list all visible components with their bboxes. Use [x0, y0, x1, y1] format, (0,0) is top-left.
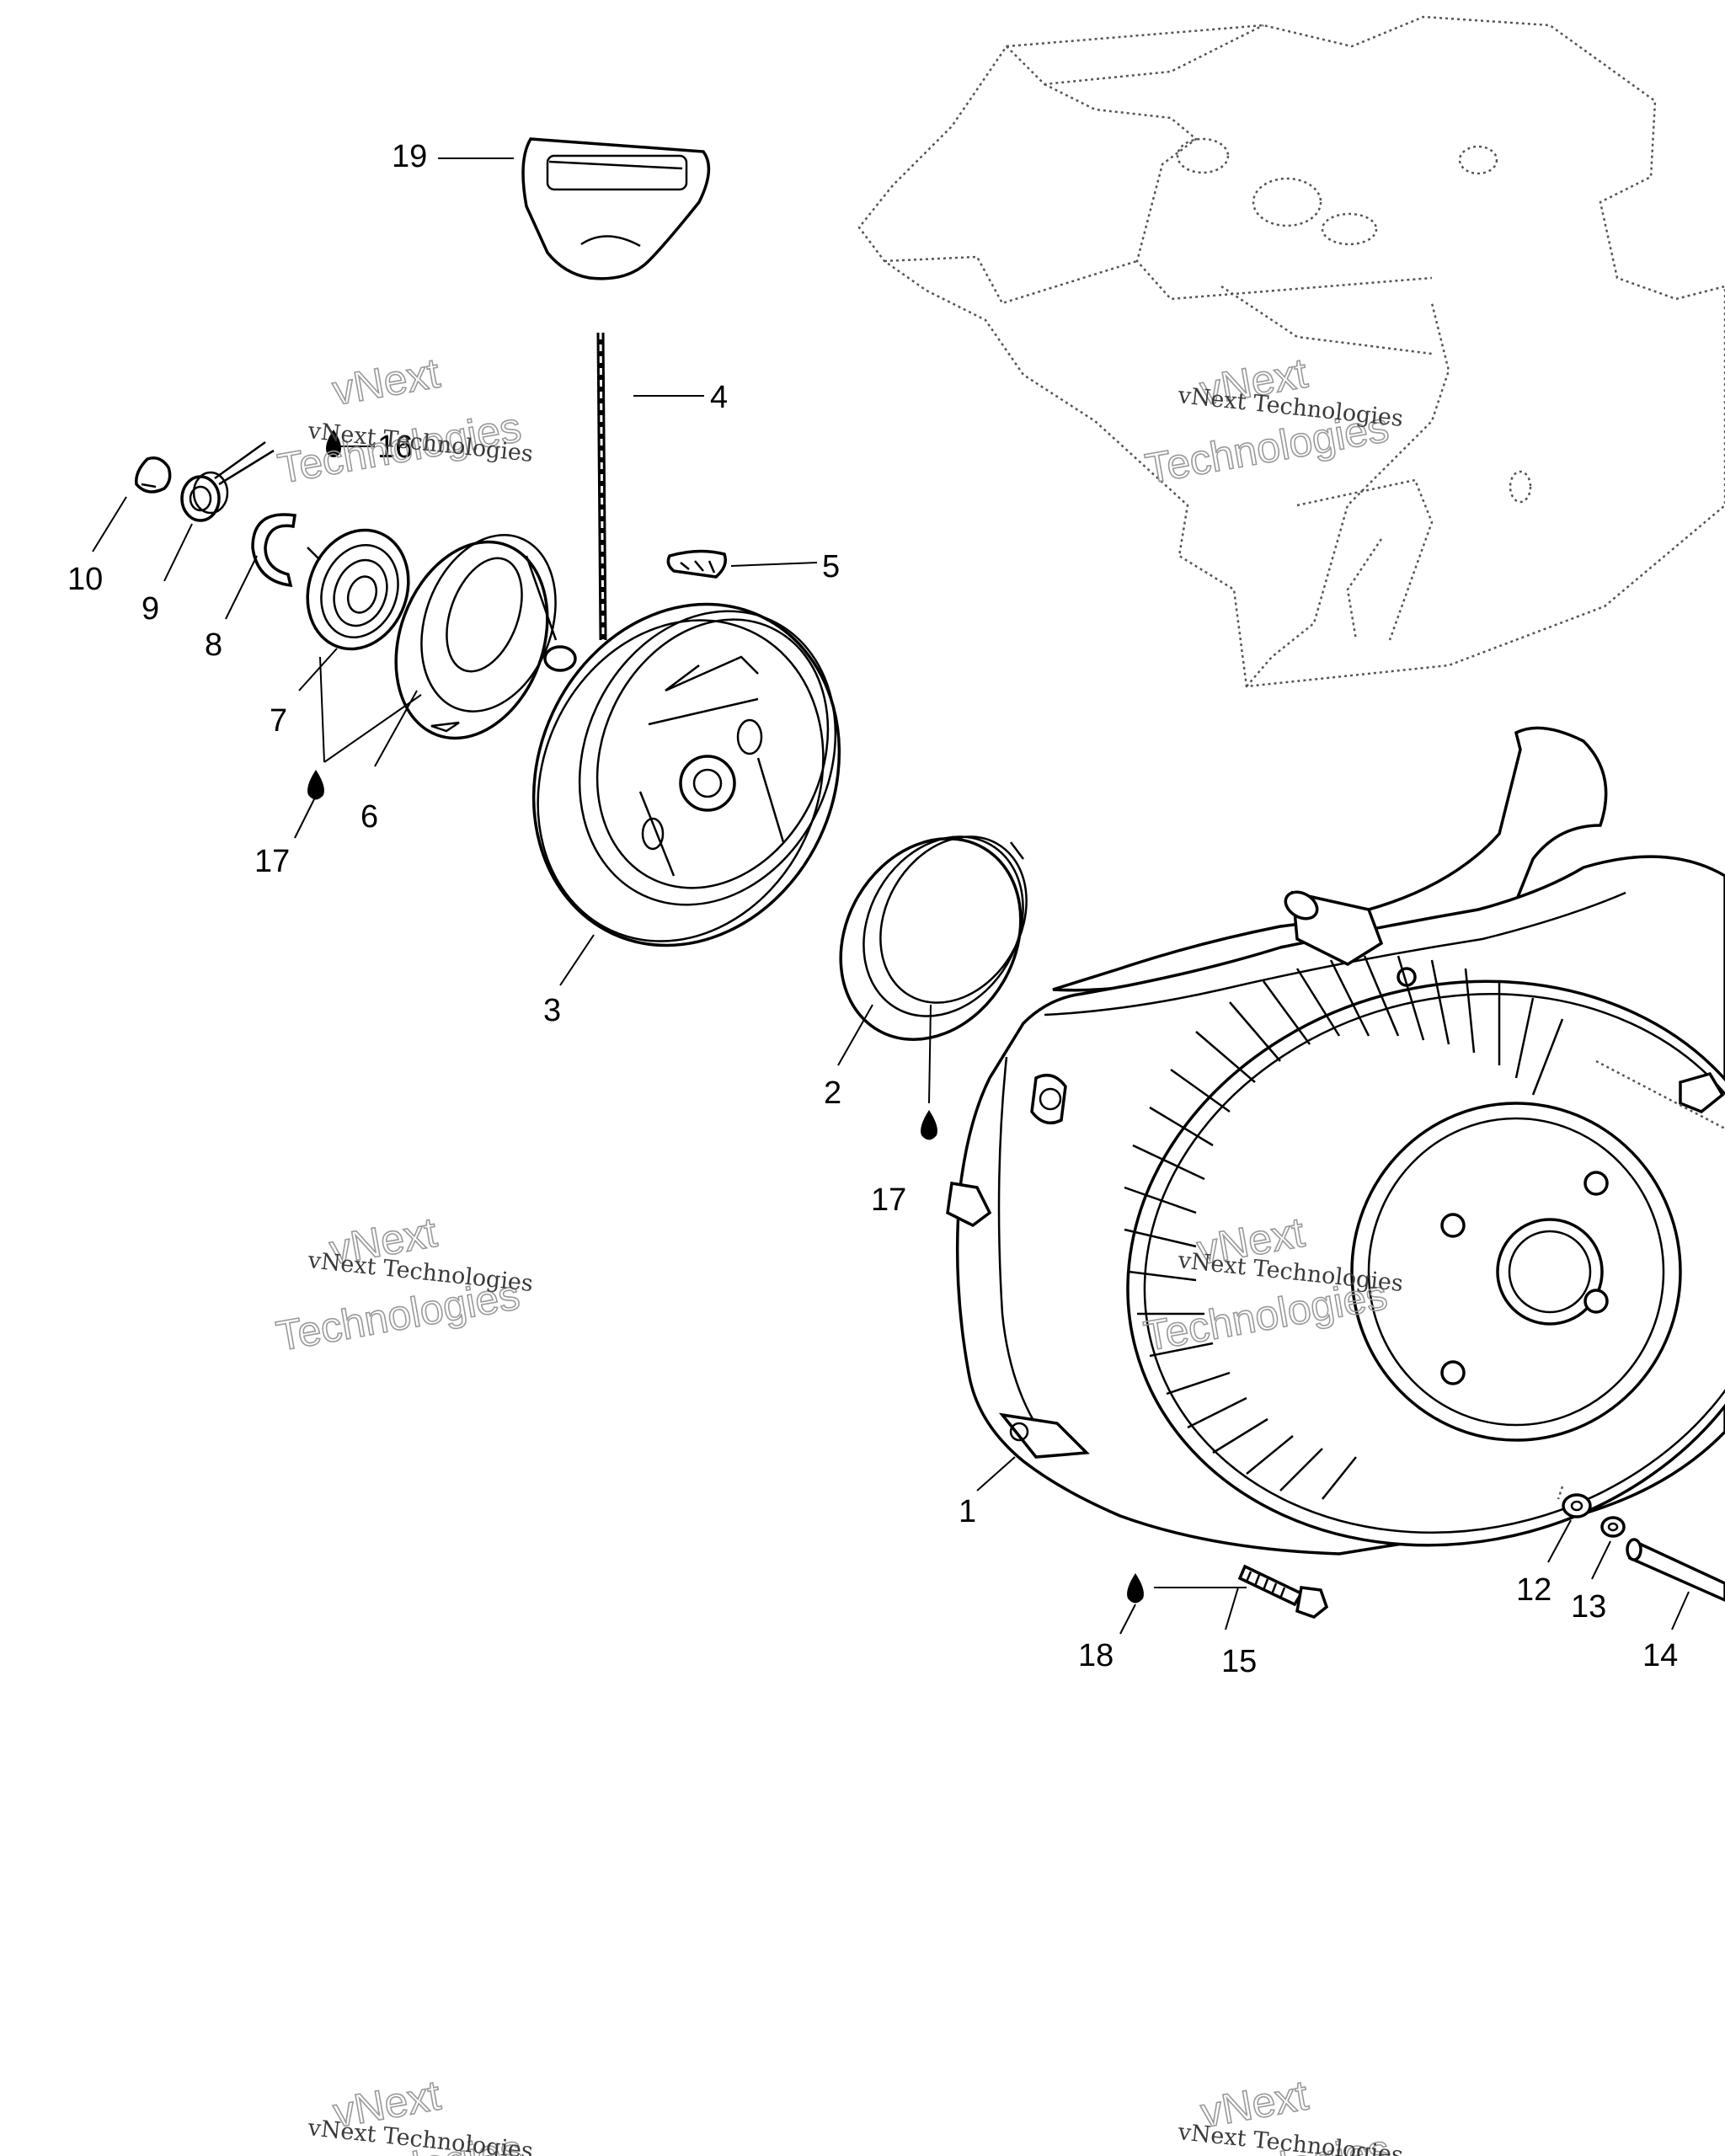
watermark-1: vNext Technologies: [274, 349, 526, 494]
oil-drop-icon: [326, 430, 341, 457]
spring-cover: [394, 534, 577, 740]
flat-washer: [1562, 1493, 1592, 1518]
oil-drop-icon: [921, 1110, 937, 1140]
leader-15: [1225, 1587, 1239, 1630]
oil-drop-icon: [307, 770, 324, 800]
callout-8: 8: [205, 627, 222, 663]
oil-drop-icon: [1127, 1573, 1144, 1604]
recoil-spring: [306, 528, 410, 651]
callout-17-a: 17: [254, 844, 290, 879]
leader-3: [559, 934, 595, 986]
engine-housing-outline: [857, 15, 1725, 688]
callout-16: 16: [377, 430, 413, 465]
leader-17-b: [928, 1004, 932, 1104]
leader-13: [1591, 1540, 1611, 1580]
svg-text:vNext: vNext: [329, 350, 444, 414]
callout-17-b: 17: [871, 1182, 906, 1218]
leader-5: [730, 562, 818, 567]
friction-spring: [180, 440, 275, 522]
leader-17-a1: [319, 656, 325, 763]
callout-4: 4: [710, 380, 728, 415]
leader-12: [1547, 1519, 1572, 1563]
callout-19: 19: [392, 139, 427, 174]
leader-1: [976, 1456, 1016, 1492]
callout-1: 1: [959, 1494, 976, 1529]
leader-7: [298, 648, 338, 691]
circlip: [135, 456, 172, 494]
leader-17-a2: [323, 694, 422, 763]
long-bolt: [1626, 1538, 1725, 1602]
callout-3: 3: [543, 993, 561, 1028]
leader-14: [1671, 1591, 1690, 1630]
callout-12: 12: [1516, 1572, 1551, 1608]
lock-washer: [1600, 1516, 1626, 1538]
leader-8: [225, 555, 258, 620]
callout-7: 7: [270, 703, 287, 739]
starter-handle: [521, 137, 711, 280]
callout-18: 18: [1078, 1638, 1114, 1673]
starter-rope: [596, 332, 607, 641]
callout-2: 2: [824, 1075, 841, 1111]
leader-10: [92, 496, 127, 552]
callout-6: 6: [360, 799, 378, 835]
callout-5: 5: [822, 549, 840, 584]
rope-pulley: [531, 602, 841, 947]
housing-screw: [1237, 1564, 1329, 1619]
starter-housing: [946, 726, 1725, 1556]
retaining-clip: [251, 513, 296, 588]
callout-9: 9: [142, 591, 159, 627]
leader-18-b: [1119, 1604, 1136, 1635]
leader-2: [837, 1004, 873, 1066]
callout-10: 10: [67, 562, 103, 597]
callout-13: 13: [1571, 1589, 1606, 1625]
starter-ring: [839, 835, 1028, 1041]
pawl: [666, 549, 727, 579]
callout-15: 15: [1221, 1644, 1257, 1679]
leader-9: [163, 523, 193, 582]
callout-14: 14: [1642, 1638, 1678, 1673]
